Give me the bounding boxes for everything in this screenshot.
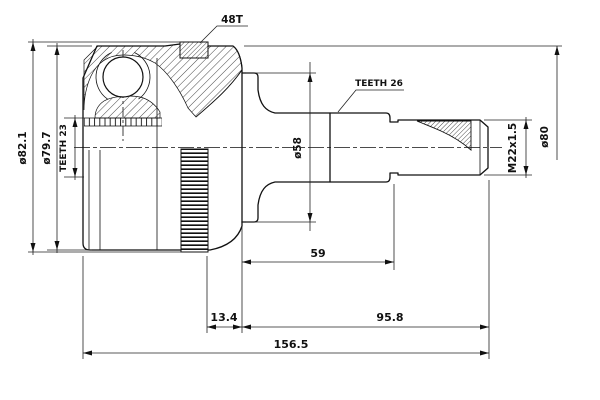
- ext-bore: [64, 117, 84, 178]
- shaft-profile: [241, 72, 489, 223]
- back-step-lines: [88, 150, 101, 250]
- dimension-labels: 48T TEETH 26 TEETH 23 ø82.1 ø79.7 ø58 M2…: [17, 14, 551, 351]
- label-bore-spline: TEETH 23: [59, 124, 69, 172]
- cage-arc-right: [134, 52, 151, 100]
- bore-edges: [84, 117, 162, 127]
- ball-circle: [102, 56, 144, 98]
- abs-ring-band: [180, 148, 209, 253]
- label-body-od: ø79.7: [41, 131, 53, 164]
- ext-collar: [246, 72, 316, 223]
- abs-tone-ring: [179, 41, 209, 253]
- shaft-outline: [241, 72, 489, 223]
- abs-ring-section: [179, 41, 209, 59]
- housing-top-mouth: [207, 45, 243, 74]
- label-housing-od: ø80: [539, 126, 551, 148]
- label-thread: M22x1.5: [507, 123, 519, 173]
- leader-abs-teeth: [199, 25, 248, 44]
- label-spline-length: 59: [310, 247, 325, 260]
- ext-thread: [484, 119, 532, 176]
- housing-top-back: [82, 43, 181, 148]
- spline-bore: [84, 117, 162, 127]
- label-shaft-spline: TEETH 26: [355, 79, 403, 89]
- inner-race-hatch: [94, 95, 161, 119]
- label-shaft-length: 95.8: [376, 311, 403, 324]
- ext-body-od: [47, 45, 92, 251]
- label-ring-od: ø82.1: [17, 131, 29, 164]
- thread-hatch: [416, 120, 472, 151]
- dimension-lines: [30, 39, 560, 356]
- extension-lines: [28, 41, 562, 359]
- cage-arc-left: [95, 52, 112, 100]
- ball-bearing: [95, 52, 243, 118]
- label-abs-teeth: 48T: [221, 14, 244, 26]
- ext-ring-od: [28, 41, 182, 253]
- leader-lines: [199, 25, 404, 113]
- label-total-length: 156.5: [274, 338, 309, 351]
- housing-bottom-back: [82, 146, 182, 251]
- label-collar-od: ø58: [292, 137, 304, 159]
- label-ring-to-face: 13.4: [210, 311, 237, 324]
- bore-teeth: [84, 118, 162, 126]
- leader-shaft-spline: [337, 89, 404, 113]
- housing-bottom-mouth: [207, 221, 243, 251]
- cavity-mouth-edge: [195, 69, 243, 118]
